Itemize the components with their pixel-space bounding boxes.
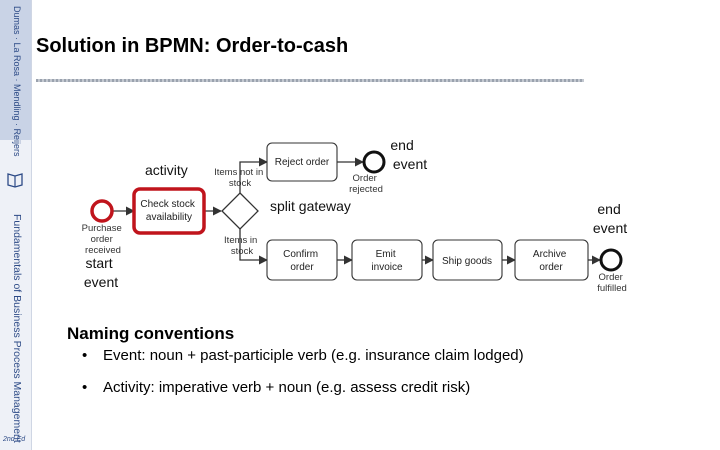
- task-reject-order: [266, 142, 338, 182]
- condition-in-stock: Items in stock: [224, 235, 260, 257]
- task-check-stock-highlight: [132, 187, 206, 235]
- sidebar-edition: 2nd Ed: [3, 436, 26, 443]
- list-item: • Activity: imperative verb + noun (e.g.…: [82, 378, 524, 398]
- annotation-end-event-right: end event: [593, 201, 627, 236]
- annotation-activity: activity: [145, 162, 188, 178]
- task-reject-order-label: Reject order: [275, 157, 330, 168]
- list-item: • Event: noun + past-participle verb (e.…: [82, 346, 524, 366]
- convention-event: Event: noun + past-participle verb (e.g.…: [103, 347, 524, 364]
- flow-gateway-to-reject: [239, 157, 268, 193]
- end-event-fulfilled-label: Order fulfilled: [597, 272, 627, 294]
- start-event: [90, 199, 114, 223]
- flow-gateway-to-confirm: [239, 229, 268, 265]
- annotation-start-event: start event: [84, 255, 118, 290]
- xor-split-gateway: [221, 192, 259, 230]
- sidebar-top-strip: [0, 0, 31, 140]
- end-event-rejected: [362, 150, 386, 174]
- task-ship-goods: [432, 239, 503, 281]
- book-icon: [7, 173, 23, 188]
- task-emit-invoice-label: Emit invoice: [371, 249, 403, 273]
- annotation-split-gateway: split gateway: [270, 198, 351, 214]
- task-check-stock-label: Check stock availability: [140, 199, 197, 223]
- task-emit-invoice: [351, 239, 423, 281]
- task-confirm-order: [266, 239, 338, 281]
- sidebar: Dumas · La Rosa · Mendling · Reijers Fun…: [0, 0, 32, 450]
- start-event-label: Purchase order received: [82, 223, 125, 256]
- slide-title: Solution in BPMN: Order-to-cash: [36, 35, 349, 57]
- task-archive-order: [514, 239, 589, 281]
- end-event-rejected-label: Order rejected: [349, 173, 383, 195]
- title-divider: [36, 79, 584, 82]
- condition-not-in-stock: Items not in stock: [214, 167, 266, 189]
- end-event-fulfilled: [599, 248, 623, 272]
- convention-activity: Activity: imperative verb + noun (e.g. a…: [103, 379, 471, 396]
- bullet-marker: •: [82, 379, 88, 396]
- task-confirm-order-label: Confirm order: [283, 249, 321, 273]
- annotation-end-event-top: end event: [390, 137, 427, 172]
- task-ship-goods-label: Ship goods: [442, 256, 492, 267]
- bullet-marker: •: [82, 347, 88, 364]
- task-archive-order-label: Archive order: [533, 249, 569, 273]
- naming-conventions-list: • Event: noun + past-participle verb (e.…: [82, 346, 524, 398]
- naming-conventions-heading: Naming conventions: [67, 324, 235, 343]
- sequence-flows: [113, 157, 601, 265]
